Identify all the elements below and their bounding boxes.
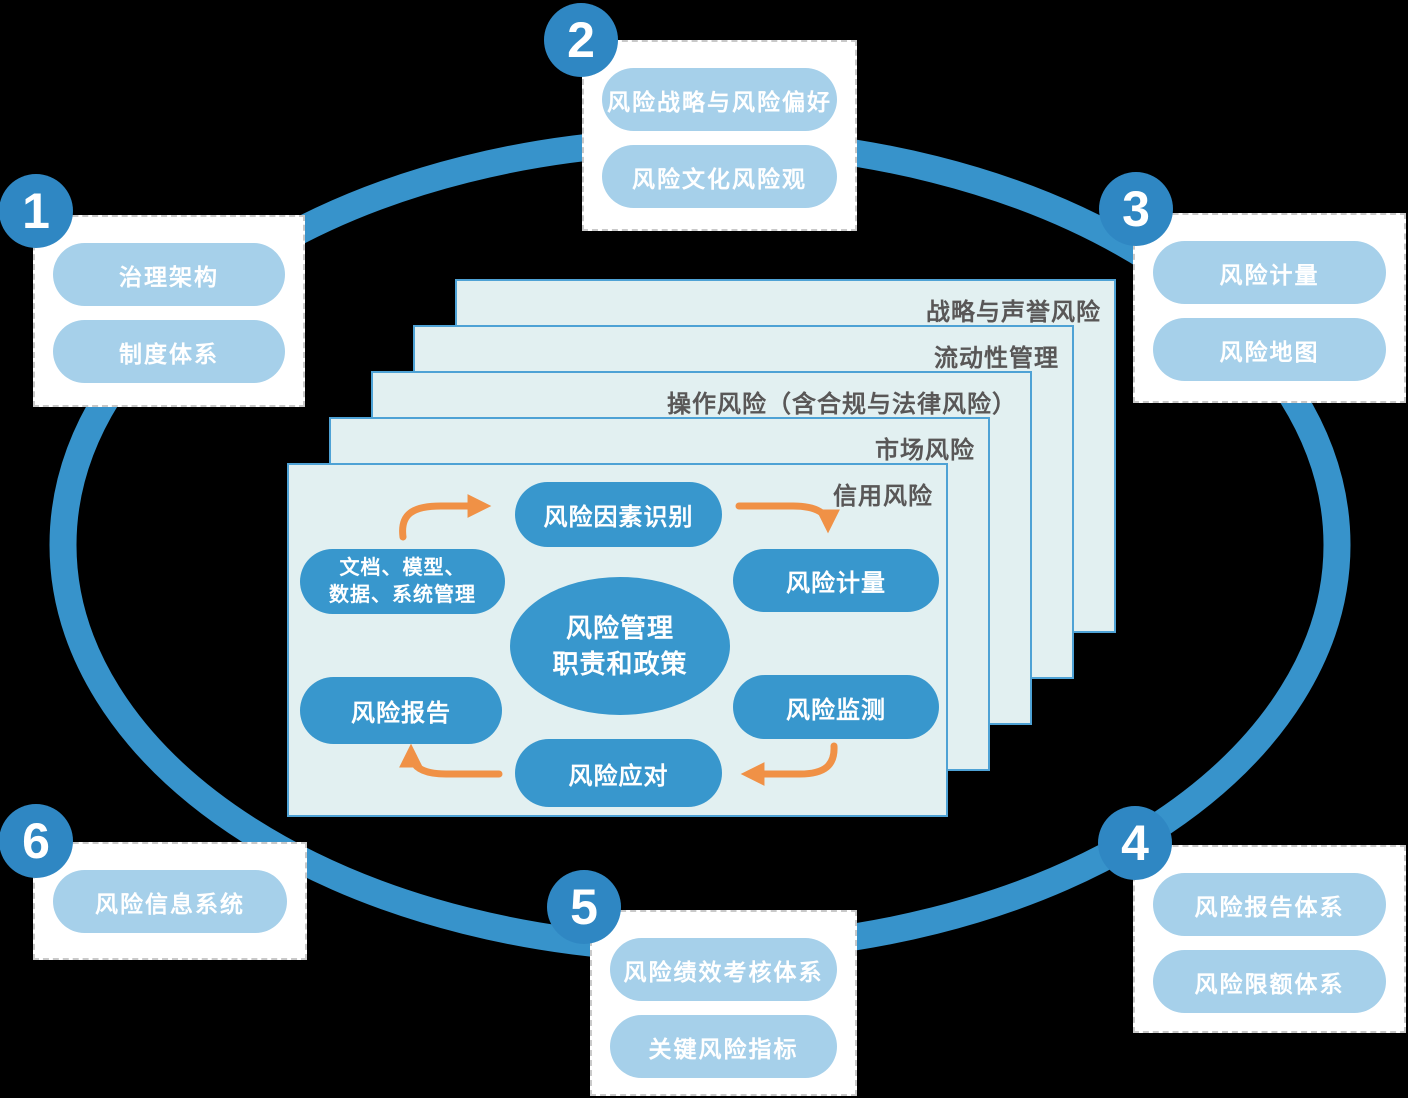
risk-card-label: 操作风险（含合规与法律风险）: [667, 391, 1017, 418]
callout-box-reporting-limits: 风险报告体系 风险限额体系: [1133, 845, 1406, 1033]
risk-card-label: 信用风险: [833, 483, 933, 510]
callout-box-strategy: 风险战略与风险偏好 风险文化风险观: [582, 40, 857, 231]
step-badge-3: 3: [1099, 172, 1173, 246]
callout-box-information-system: 风险信息系统: [33, 842, 307, 960]
pill-risk-information-system: 风险信息系统: [53, 870, 287, 933]
arrow-docs-to-identify: [399, 494, 492, 541]
pill-risk-map: 风险地图: [1153, 318, 1386, 381]
callout-box-measurement: 风险计量 风险地图: [1133, 213, 1406, 403]
pill-key-risk-indicators: 关键风险指标: [610, 1015, 837, 1078]
cycle-center-ellipse: 风险管理 职责和政策: [510, 577, 730, 715]
cycle-center-line1: 风险管理: [565, 612, 674, 643]
cycle-node-docs-models-data-systems: 文档、模型、 数据、系统管理: [300, 549, 505, 614]
cycle-node-risk-measurement: 风险计量: [733, 549, 939, 612]
callout-box-performance: 风险绩效考核体系 关键风险指标: [590, 910, 857, 1096]
cycle-docs-line2: 数据、系统管理: [329, 583, 476, 606]
cycle-node-risk-factor-identification: 风险因素识别: [515, 482, 722, 547]
pill-policy-system: 制度体系: [53, 320, 285, 383]
pill-risk-culture-view: 风险文化风险观: [602, 145, 837, 208]
risk-card-label: 战略与声誉风险: [926, 299, 1101, 326]
arrow-respond-to-report: [399, 743, 503, 778]
cycle-node-risk-monitoring: 风险监测: [733, 675, 939, 739]
cycle-arrows: [399, 494, 840, 786]
cycle-node-risk-response: 风险应对: [515, 739, 722, 807]
risk-card-label: 流动性管理: [934, 345, 1059, 372]
callout-box-governance: 治理架构 制度体系: [33, 215, 305, 407]
cycle-docs-line1: 文档、模型、: [339, 556, 466, 579]
pill-risk-limit-system: 风险限额体系: [1153, 950, 1386, 1013]
step-badge-4: 4: [1098, 806, 1172, 880]
cycle-node-risk-reporting: 风险报告: [300, 677, 502, 744]
step-badge-1: 1: [0, 174, 73, 248]
pill-risk-reporting-system: 风险报告体系: [1153, 873, 1386, 936]
step-badge-5: 5: [547, 870, 621, 944]
step-badge-6: 6: [0, 804, 73, 878]
arrow-identify-to-measure: [735, 502, 840, 534]
pill-governance-structure: 治理架构: [53, 243, 285, 306]
risk-card-credit: 信用风险 风险管理 职责和政策 风险因素识别 风险计量 风险监测 风险应对 风险…: [287, 463, 948, 817]
arrow-monitor-to-respond: [740, 742, 838, 786]
pill-risk-performance-appraisal: 风险绩效考核体系: [610, 938, 837, 1001]
pill-risk-strategy-appetite: 风险战略与风险偏好: [602, 68, 837, 131]
step-badge-2: 2: [544, 3, 618, 77]
cycle-center-line2: 职责和政策: [552, 649, 688, 679]
risk-card-label: 市场风险: [875, 437, 975, 464]
pill-risk-measurement: 风险计量: [1153, 241, 1386, 304]
